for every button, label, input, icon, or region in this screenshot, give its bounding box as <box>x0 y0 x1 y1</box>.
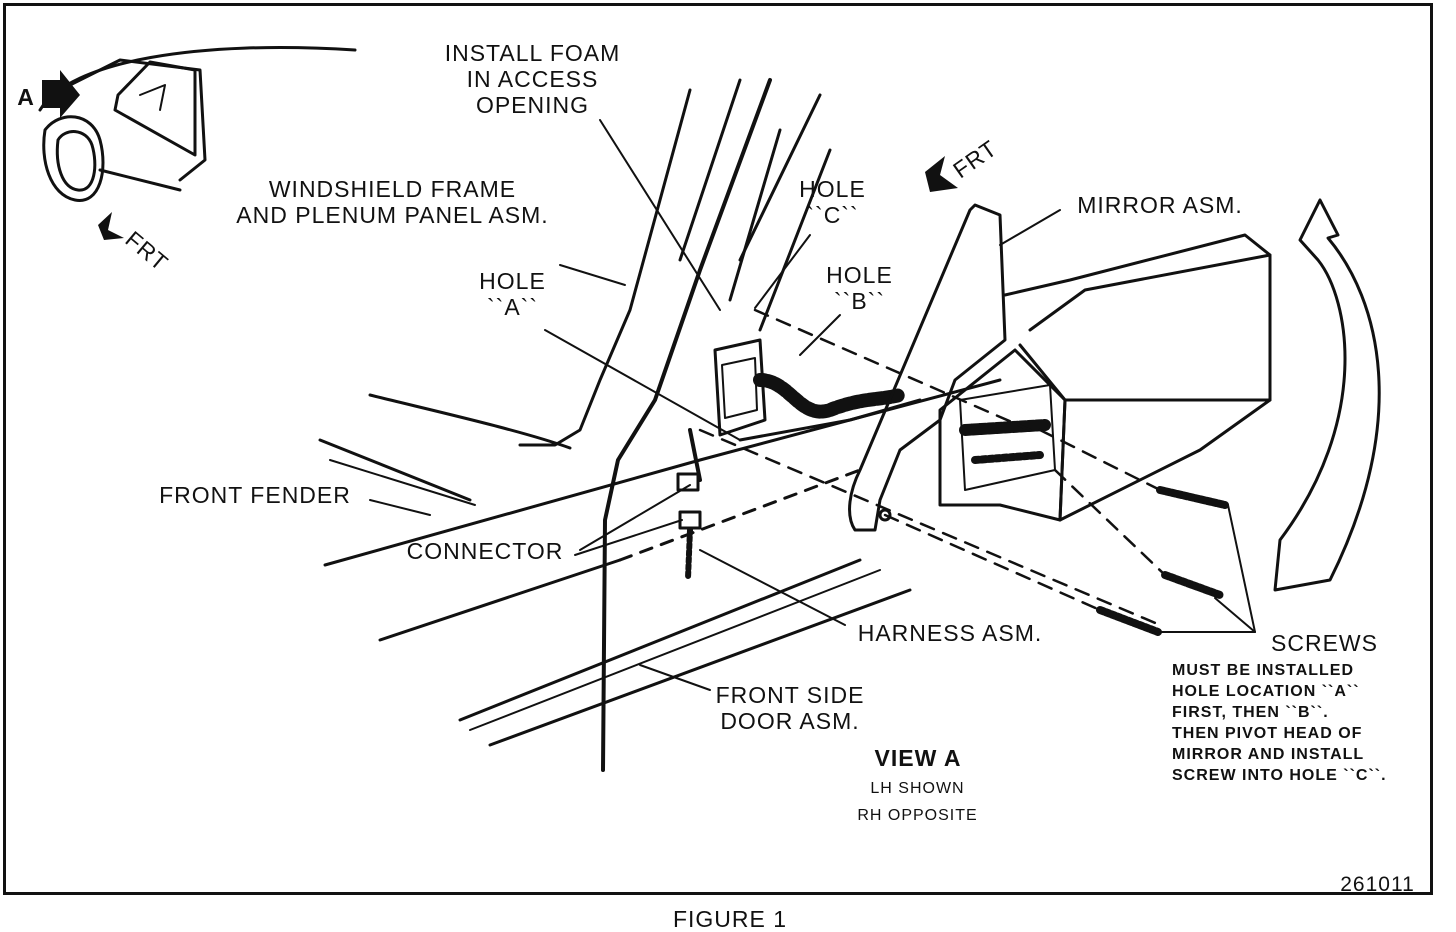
view-a-marker: A <box>17 84 35 110</box>
screws-instruction-note: MUST BE INSTALLED HOLE LOCATION ``A`` FI… <box>1172 660 1427 786</box>
front-side-door-label: FRONT SIDE DOOR ASM. <box>705 682 875 734</box>
install-foam-line: INSTALL FOAM <box>444 40 621 66</box>
figure-frame <box>3 3 1433 895</box>
hole-b-line: ``B`` <box>834 288 885 314</box>
frt-main-arrow-icon <box>925 156 958 192</box>
figure-caption: FIGURE 1 <box>672 906 788 932</box>
view-a-subtitle: LH SHOWN RH OPPOSITE <box>835 778 1000 826</box>
view-a-subtitle-line: LH SHOWN <box>870 780 965 797</box>
access-opening-bracket <box>676 338 767 581</box>
body-panel-lines <box>318 378 1002 747</box>
hole-b-line: HOLE <box>826 262 893 288</box>
windshield-frame-line: AND PLENUM PANEL ASM. <box>236 202 549 228</box>
hole-c-label: HOLE ``C`` <box>785 176 880 228</box>
screws-note-line: THEN PIVOT HEAD OF <box>1172 725 1363 742</box>
screws-drawing <box>1096 486 1229 636</box>
hole-alignment-lines <box>698 308 1167 627</box>
connector-label: CONNECTOR <box>406 538 564 564</box>
install-foam-line: IN ACCESS <box>466 66 599 92</box>
pivot-rotation-arrow-icon <box>1273 198 1381 592</box>
hole-b-label: HOLE ``B`` <box>812 262 907 314</box>
front-side-door-line: FRONT SIDE <box>715 682 865 708</box>
mirror-asm-label: MIRROR ASM. <box>1077 192 1243 218</box>
hole-a-line: HOLE <box>479 268 546 294</box>
front-side-door-line: DOOR ASM. <box>720 708 860 734</box>
hole-c-line: HOLE <box>799 176 866 202</box>
vehicle-inset-sketch <box>38 46 357 202</box>
harness-asm-label: HARNESS ASM. <box>857 620 1043 646</box>
windshield-pillar <box>518 78 832 772</box>
screws-label: SCREWS <box>1271 630 1378 656</box>
hole-c-line: ``C`` <box>806 202 859 228</box>
windshield-frame-line: WINDSHIELD FRAME <box>268 176 517 202</box>
mirror-assembly-drawing <box>848 203 1272 532</box>
screws-note-line: FIRST, THEN ``B``. <box>1172 704 1329 721</box>
screws-note-line: MIRROR AND INSTALL <box>1172 746 1365 763</box>
screws-note-line: MUST BE INSTALLED <box>1172 662 1355 679</box>
view-a-title: VIEW A <box>874 745 962 771</box>
part-number: 261011 <box>1340 873 1415 896</box>
leader-lines <box>369 119 1256 691</box>
screws-note-line: HOLE LOCATION ``A`` <box>1172 683 1360 700</box>
view-a-arrow-icon <box>42 70 80 118</box>
front-fender-label: FRONT FENDER <box>159 482 351 508</box>
install-foam-line: OPENING <box>475 92 590 118</box>
hole-a-label: HOLE ``A`` <box>465 268 560 320</box>
hole-a-line: ``A`` <box>487 294 538 320</box>
screws-note-line: SCREW INTO HOLE ``C``. <box>1172 767 1387 784</box>
install-foam-label: INSTALL FOAM IN ACCESS OPENING <box>425 40 640 118</box>
view-a-subtitle-line: RH OPPOSITE <box>857 807 978 824</box>
harness-cable <box>753 373 907 419</box>
windshield-frame-label: WINDSHIELD FRAME AND PLENUM PANEL ASM. <box>200 176 585 228</box>
frt-inset-arrow-icon <box>98 212 124 240</box>
